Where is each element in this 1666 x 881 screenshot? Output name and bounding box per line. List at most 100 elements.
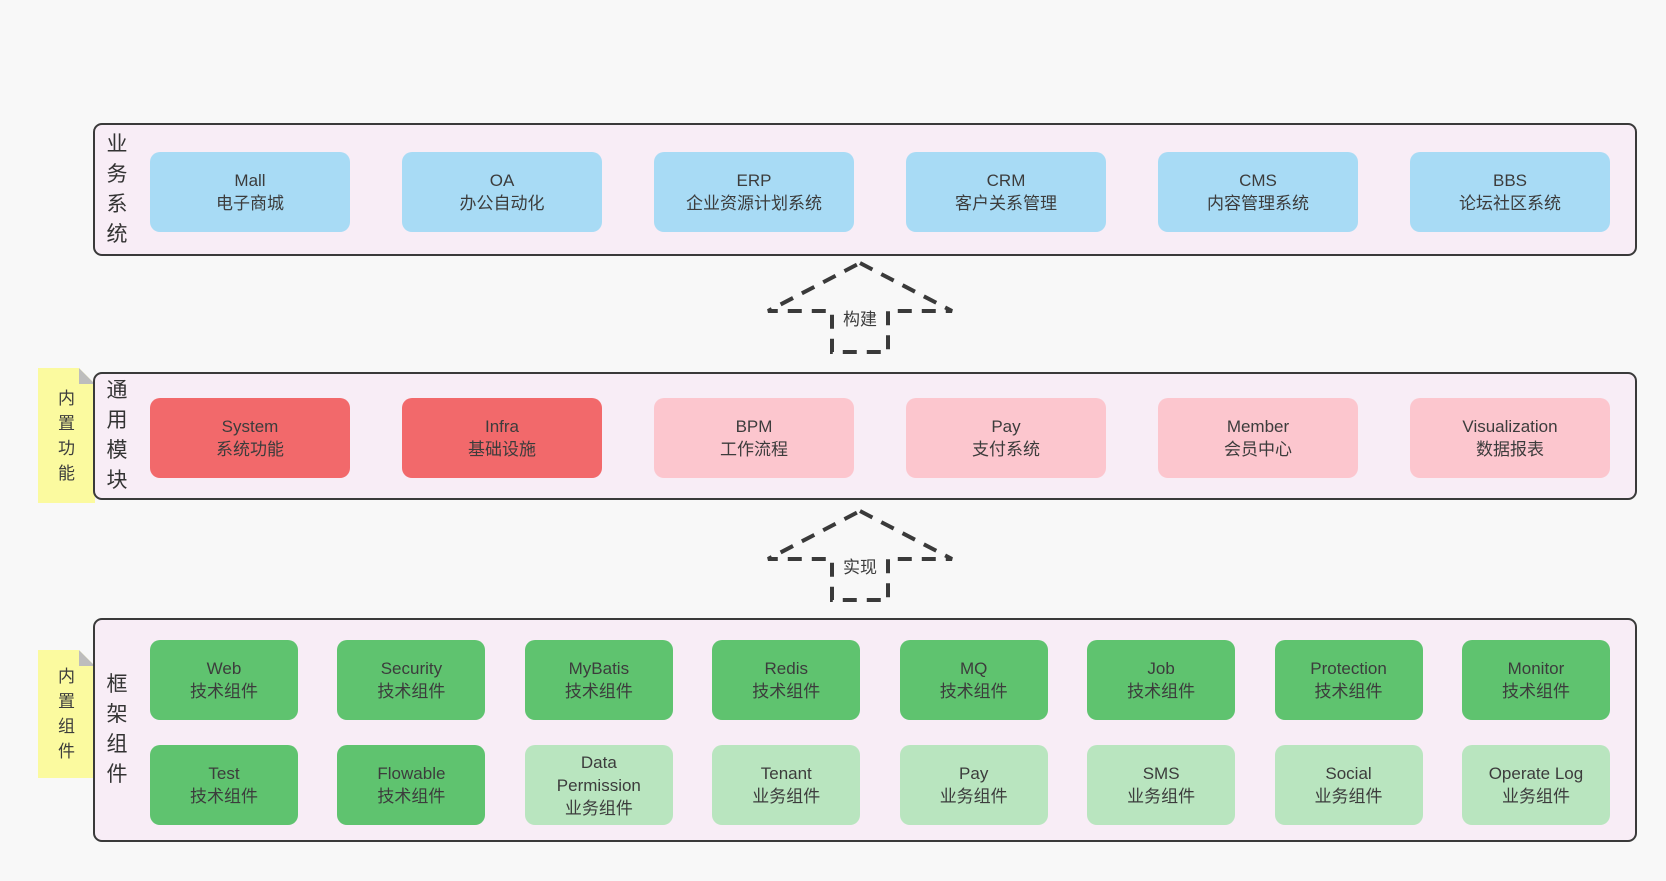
box-title: MQ [959, 659, 988, 678]
band-label: 框架组件 [106, 673, 128, 786]
box-title: OA [489, 171, 515, 190]
box-row: Web 技术组件 Security 技术组件 MyBatis 技术组件 Redi… [150, 640, 1610, 720]
box-monitor: Monitor 技术组件 [1461, 640, 1610, 720]
box-protection: Protection 技术组件 [1274, 640, 1423, 720]
box-sms: SMS 业务组件 [1087, 745, 1236, 825]
box-title: CMS [1239, 171, 1277, 190]
box-subtitle: 电子商城 [216, 194, 284, 213]
sticky-note-built-in-features: 内置功能 [38, 368, 95, 503]
note-label: 内置组件 [58, 667, 75, 761]
box-title: SMS [1142, 764, 1180, 783]
box-title: Pay [959, 764, 989, 783]
box-tenant: Tenant 业务组件 [712, 745, 861, 825]
box-title: CRM [986, 171, 1026, 190]
box-title: Test [208, 764, 240, 783]
box-subtitle: 企业资源计划系统 [686, 194, 822, 213]
box-title: Infra [484, 417, 520, 436]
box-subtitle: 系统功能 [216, 440, 284, 459]
box-subtitle: 工作流程 [720, 440, 788, 459]
box-subtitle: 业务组件 [1314, 787, 1383, 806]
box-oa: OA 办公自动化 [402, 152, 602, 232]
box-mq: MQ 技术组件 [899, 640, 1048, 720]
box-title: Tenant [760, 764, 812, 783]
box-title: Visualization [1462, 417, 1558, 436]
box-title: Job [1147, 659, 1175, 678]
box-cms: CMS 内容管理系统 [1158, 152, 1358, 232]
box-subtitle: 客户关系管理 [955, 194, 1057, 213]
box-subtitle: 办公自动化 [459, 194, 545, 213]
box-row: System 系统功能 Infra 基础设施 BPM 工作流程 Pay 支付系统… [150, 398, 1610, 478]
band-label: 通用模块 [106, 379, 128, 492]
box-title: Operate Log [1488, 764, 1584, 783]
arrow-label: 构建 [840, 304, 880, 331]
note-label: 内置功能 [58, 388, 75, 483]
box-bpm: BPM 工作流程 [654, 398, 854, 478]
box-crm: CRM 客户关系管理 [906, 152, 1106, 232]
box-security: Security 技术组件 [337, 640, 486, 720]
band-common-modules: 通用模块 System 系统功能 Infra 基础设施 BPM 工作流程 Pay… [93, 372, 1637, 500]
box-data-permission: Data Permission 业务组件 [524, 745, 673, 825]
box-title: Data Permission [556, 752, 641, 795]
box-subtitle: 业务组件 [1501, 787, 1570, 806]
box-subtitle: 技术组件 [752, 682, 821, 701]
box-subtitle: 技术组件 [377, 682, 446, 701]
box-visualization: Visualization 数据报表 [1410, 398, 1610, 478]
box-title: Pay [991, 417, 1021, 436]
box-subtitle: 支付系统 [972, 440, 1040, 459]
box-subtitle: 会员中心 [1224, 440, 1292, 459]
band-framework-components: 框架组件 Web 技术组件 Security 技术组件 MyBatis 技术组件… [93, 618, 1637, 842]
box-title: Web [206, 659, 242, 678]
box-subtitle: 技术组件 [377, 787, 446, 806]
box-row: Mall 电子商城 OA 办公自动化 ERP 企业资源计划系统 CRM 客户关系… [150, 152, 1610, 232]
sticky-note-built-in-components: 内置组件 [38, 650, 95, 778]
box-title: Mall [234, 171, 266, 190]
box-subtitle: 技术组件 [939, 682, 1008, 701]
box-operate-log: Operate Log 业务组件 [1461, 745, 1610, 825]
box-subtitle: 数据报表 [1476, 440, 1544, 459]
band-label: 业务系统 [106, 132, 128, 246]
box-subtitle: 技术组件 [564, 682, 633, 701]
box-erp: ERP 企业资源计划系统 [654, 152, 854, 232]
box-subtitle: 业务组件 [1127, 787, 1196, 806]
box-title: Security [380, 659, 443, 678]
box-title: ERP [736, 171, 772, 190]
box-subtitle: 业务组件 [752, 787, 821, 806]
box-subtitle: 技术组件 [1127, 682, 1196, 701]
box-redis: Redis 技术组件 [712, 640, 861, 720]
box-social: Social 业务组件 [1274, 745, 1423, 825]
box-subtitle: 业务组件 [564, 798, 633, 818]
box-infra: Infra 基础设施 [402, 398, 602, 478]
box-title: BBS [1492, 171, 1528, 190]
box-mybatis: MyBatis 技术组件 [524, 640, 673, 720]
band-business-systems: 业务系统 Mall 电子商城 OA 办公自动化 ERP 企业资源计划系统 CRM… [93, 123, 1637, 256]
box-title: Social [1325, 764, 1372, 783]
box-subtitle: 业务组件 [939, 787, 1008, 806]
box-subtitle: 技术组件 [190, 787, 258, 806]
box-pay: Pay 支付系统 [906, 398, 1106, 478]
box-subtitle: 技术组件 [1314, 682, 1383, 701]
box-subtitle: 内容管理系统 [1207, 194, 1309, 213]
arrow-build: 构建 [765, 260, 955, 355]
box-subtitle: 基础设施 [468, 440, 536, 459]
box-system: System 系统功能 [150, 398, 350, 478]
box-title: BPM [735, 417, 773, 436]
box-mall: Mall 电子商城 [150, 152, 350, 232]
arrow-implement: 实现 [765, 508, 955, 603]
box-pay-biz: Pay 业务组件 [899, 745, 1048, 825]
box-subtitle: 技术组件 [1501, 682, 1570, 701]
box-flowable: Flowable 技术组件 [337, 745, 486, 825]
box-title: Redis [764, 659, 808, 678]
box-subtitle: 技术组件 [190, 682, 258, 701]
box-title: Flowable [377, 764, 446, 783]
box-member: Member 会员中心 [1158, 398, 1358, 478]
box-title: MyBatis [568, 659, 630, 678]
box-title: Protection [1310, 659, 1387, 678]
box-bbs: BBS 论坛社区系统 [1410, 152, 1610, 232]
box-title: Member [1226, 417, 1290, 436]
box-web: Web 技术组件 [150, 640, 298, 720]
box-title: System [221, 417, 279, 436]
box-subtitle: 论坛社区系统 [1459, 194, 1561, 213]
box-title: Monitor [1507, 659, 1565, 678]
arrow-label: 实现 [840, 552, 880, 579]
